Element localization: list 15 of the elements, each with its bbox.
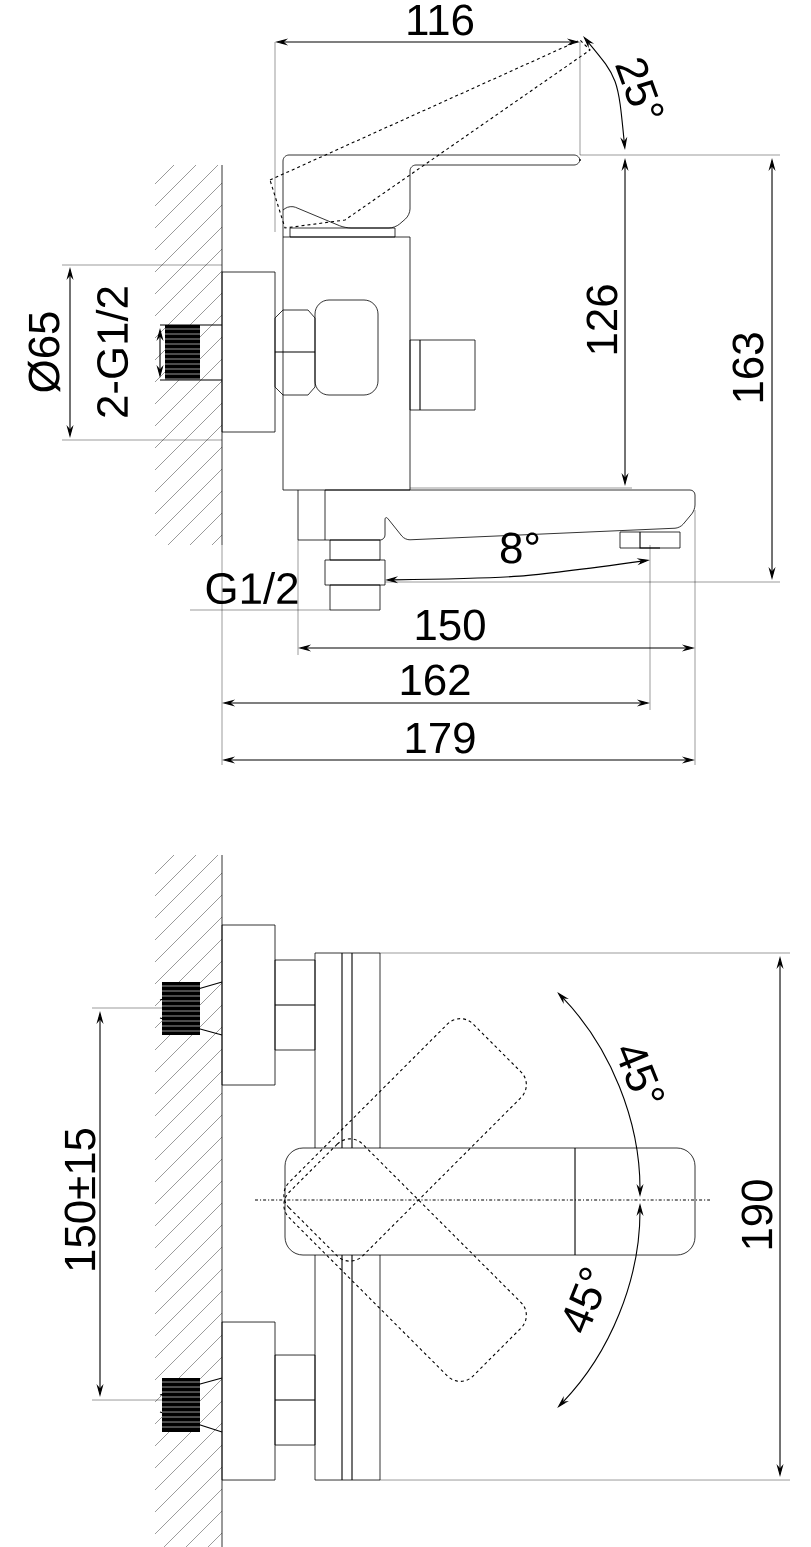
dimension-label: 150 bbox=[416, 609, 485, 641]
dimension-label: Ø65 bbox=[27, 312, 61, 392]
dimension-label: 126 bbox=[586, 285, 618, 354]
dimension-label: 150±15 bbox=[64, 1128, 96, 1270]
dimension-label: 162 bbox=[401, 664, 470, 696]
dimension-label: 163 bbox=[732, 333, 764, 402]
dimension-label: 8° bbox=[500, 532, 539, 564]
dimension-label: 45° bbox=[564, 1267, 602, 1333]
dimension-label: G1/2 bbox=[206, 571, 298, 605]
dimension-label: 190 bbox=[741, 1180, 773, 1249]
dimension-label: 45° bbox=[619, 1047, 664, 1101]
dimension-label: 116 bbox=[408, 4, 473, 36]
dimension-label: 25° bbox=[615, 58, 664, 116]
dimension-label: 2-G1/2 bbox=[95, 287, 129, 417]
dimension-label: 179 bbox=[406, 722, 475, 754]
